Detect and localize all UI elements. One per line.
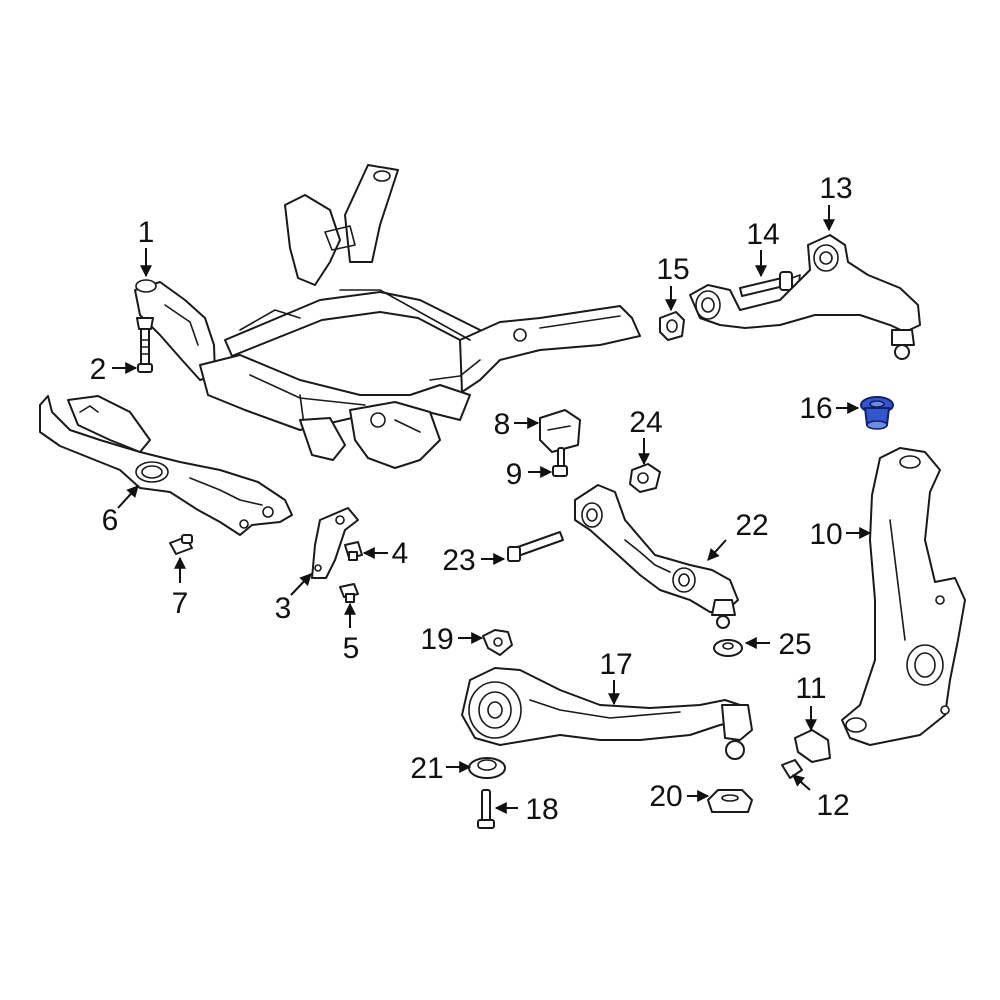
callout-label: 14 [746, 218, 779, 251]
callout-label: 4 [392, 537, 409, 570]
callout-4: 4 [362, 537, 409, 570]
callout-19: 19 [420, 623, 484, 656]
seal-part-21[interactable] [468, 757, 506, 779]
bolt-part-18[interactable] [477, 789, 495, 829]
callout-label: 2 [90, 353, 107, 386]
callout-label: 11 [795, 672, 826, 705]
callout-1: 1 [138, 216, 155, 278]
upper-arm-part-13[interactable] [689, 234, 921, 360]
callout-label: 9 [506, 458, 523, 491]
bolt-part-23[interactable] [507, 531, 564, 562]
bracket-part-8[interactable] [539, 409, 581, 453]
callout-label: 16 [799, 392, 832, 425]
callout-22: 22 [707, 509, 769, 561]
callout-17: 17 [599, 648, 633, 706]
bushing-part-15[interactable] [659, 311, 685, 341]
callout-24: 24 [629, 406, 663, 466]
boot-part-20[interactable] [707, 789, 753, 813]
callout-label: 7 [172, 587, 189, 620]
callout-label: 18 [525, 793, 558, 826]
callout-20: 20 [649, 780, 710, 813]
bolt-part-5[interactable] [339, 583, 359, 603]
callout-2: 2 [90, 353, 138, 386]
callout-label: 1 [138, 216, 155, 249]
washer-part-25[interactable] [713, 639, 743, 657]
callout-6: 6 [102, 485, 139, 537]
bolt-part-7[interactable] [169, 534, 193, 555]
callout-23: 23 [442, 544, 506, 577]
callout-16: 16 [799, 392, 860, 425]
bolt-part-9[interactable] [552, 447, 568, 477]
control-arm-part-22[interactable] [574, 484, 739, 629]
nut-part-12[interactable] [781, 759, 803, 779]
callout-label: 25 [778, 628, 811, 661]
callout-21: 21 [410, 752, 472, 785]
callout-label: 12 [816, 789, 849, 822]
callout-label: 21 [410, 752, 443, 785]
knuckle-part-10[interactable] [841, 447, 966, 746]
callout-25: 25 [744, 628, 812, 661]
callout-11: 11 [795, 672, 827, 732]
bracket-part-3[interactable] [311, 507, 359, 579]
callout-label: 24 [629, 406, 662, 439]
callout-label: 20 [649, 780, 682, 813]
callout-label: 22 [735, 509, 768, 542]
callout-10: 10 [809, 518, 872, 551]
callout-5: 5 [343, 602, 360, 665]
callout-label: 17 [599, 648, 632, 681]
callout-15: 15 [656, 253, 690, 312]
callout-14: 14 [746, 218, 780, 278]
callout-8: 8 [494, 408, 540, 441]
bolt-part-14[interactable] [739, 271, 801, 297]
bolt-part-2[interactable] [136, 317, 154, 373]
callout-label: 6 [102, 504, 119, 537]
callout-label: 19 [420, 623, 453, 656]
bushing-part-16[interactable] [860, 396, 894, 430]
callout-label: 23 [442, 544, 475, 577]
callout-18: 18 [494, 793, 559, 826]
callout-label: 10 [809, 518, 842, 551]
lower-arm-part-17[interactable] [461, 667, 753, 760]
callout-label: 15 [656, 253, 689, 286]
bushing-part-24[interactable] [629, 463, 661, 493]
callout-3: 3 [275, 573, 312, 625]
callout-7: 7 [172, 556, 189, 620]
subframe-part[interactable] [134, 164, 641, 469]
callout-label: 13 [819, 172, 852, 205]
callout-label: 5 [343, 632, 360, 665]
callout-13: 13 [819, 172, 853, 232]
clip-part-19[interactable] [482, 629, 513, 656]
callout-9: 9 [506, 458, 553, 491]
callout-label: 3 [275, 592, 292, 625]
stop-part-11[interactable] [794, 729, 831, 763]
nut-part-4[interactable] [344, 541, 363, 561]
callout-12: 12 [792, 774, 850, 822]
cradle-part-6[interactable] [39, 395, 293, 536]
callout-label: 8 [494, 408, 511, 441]
